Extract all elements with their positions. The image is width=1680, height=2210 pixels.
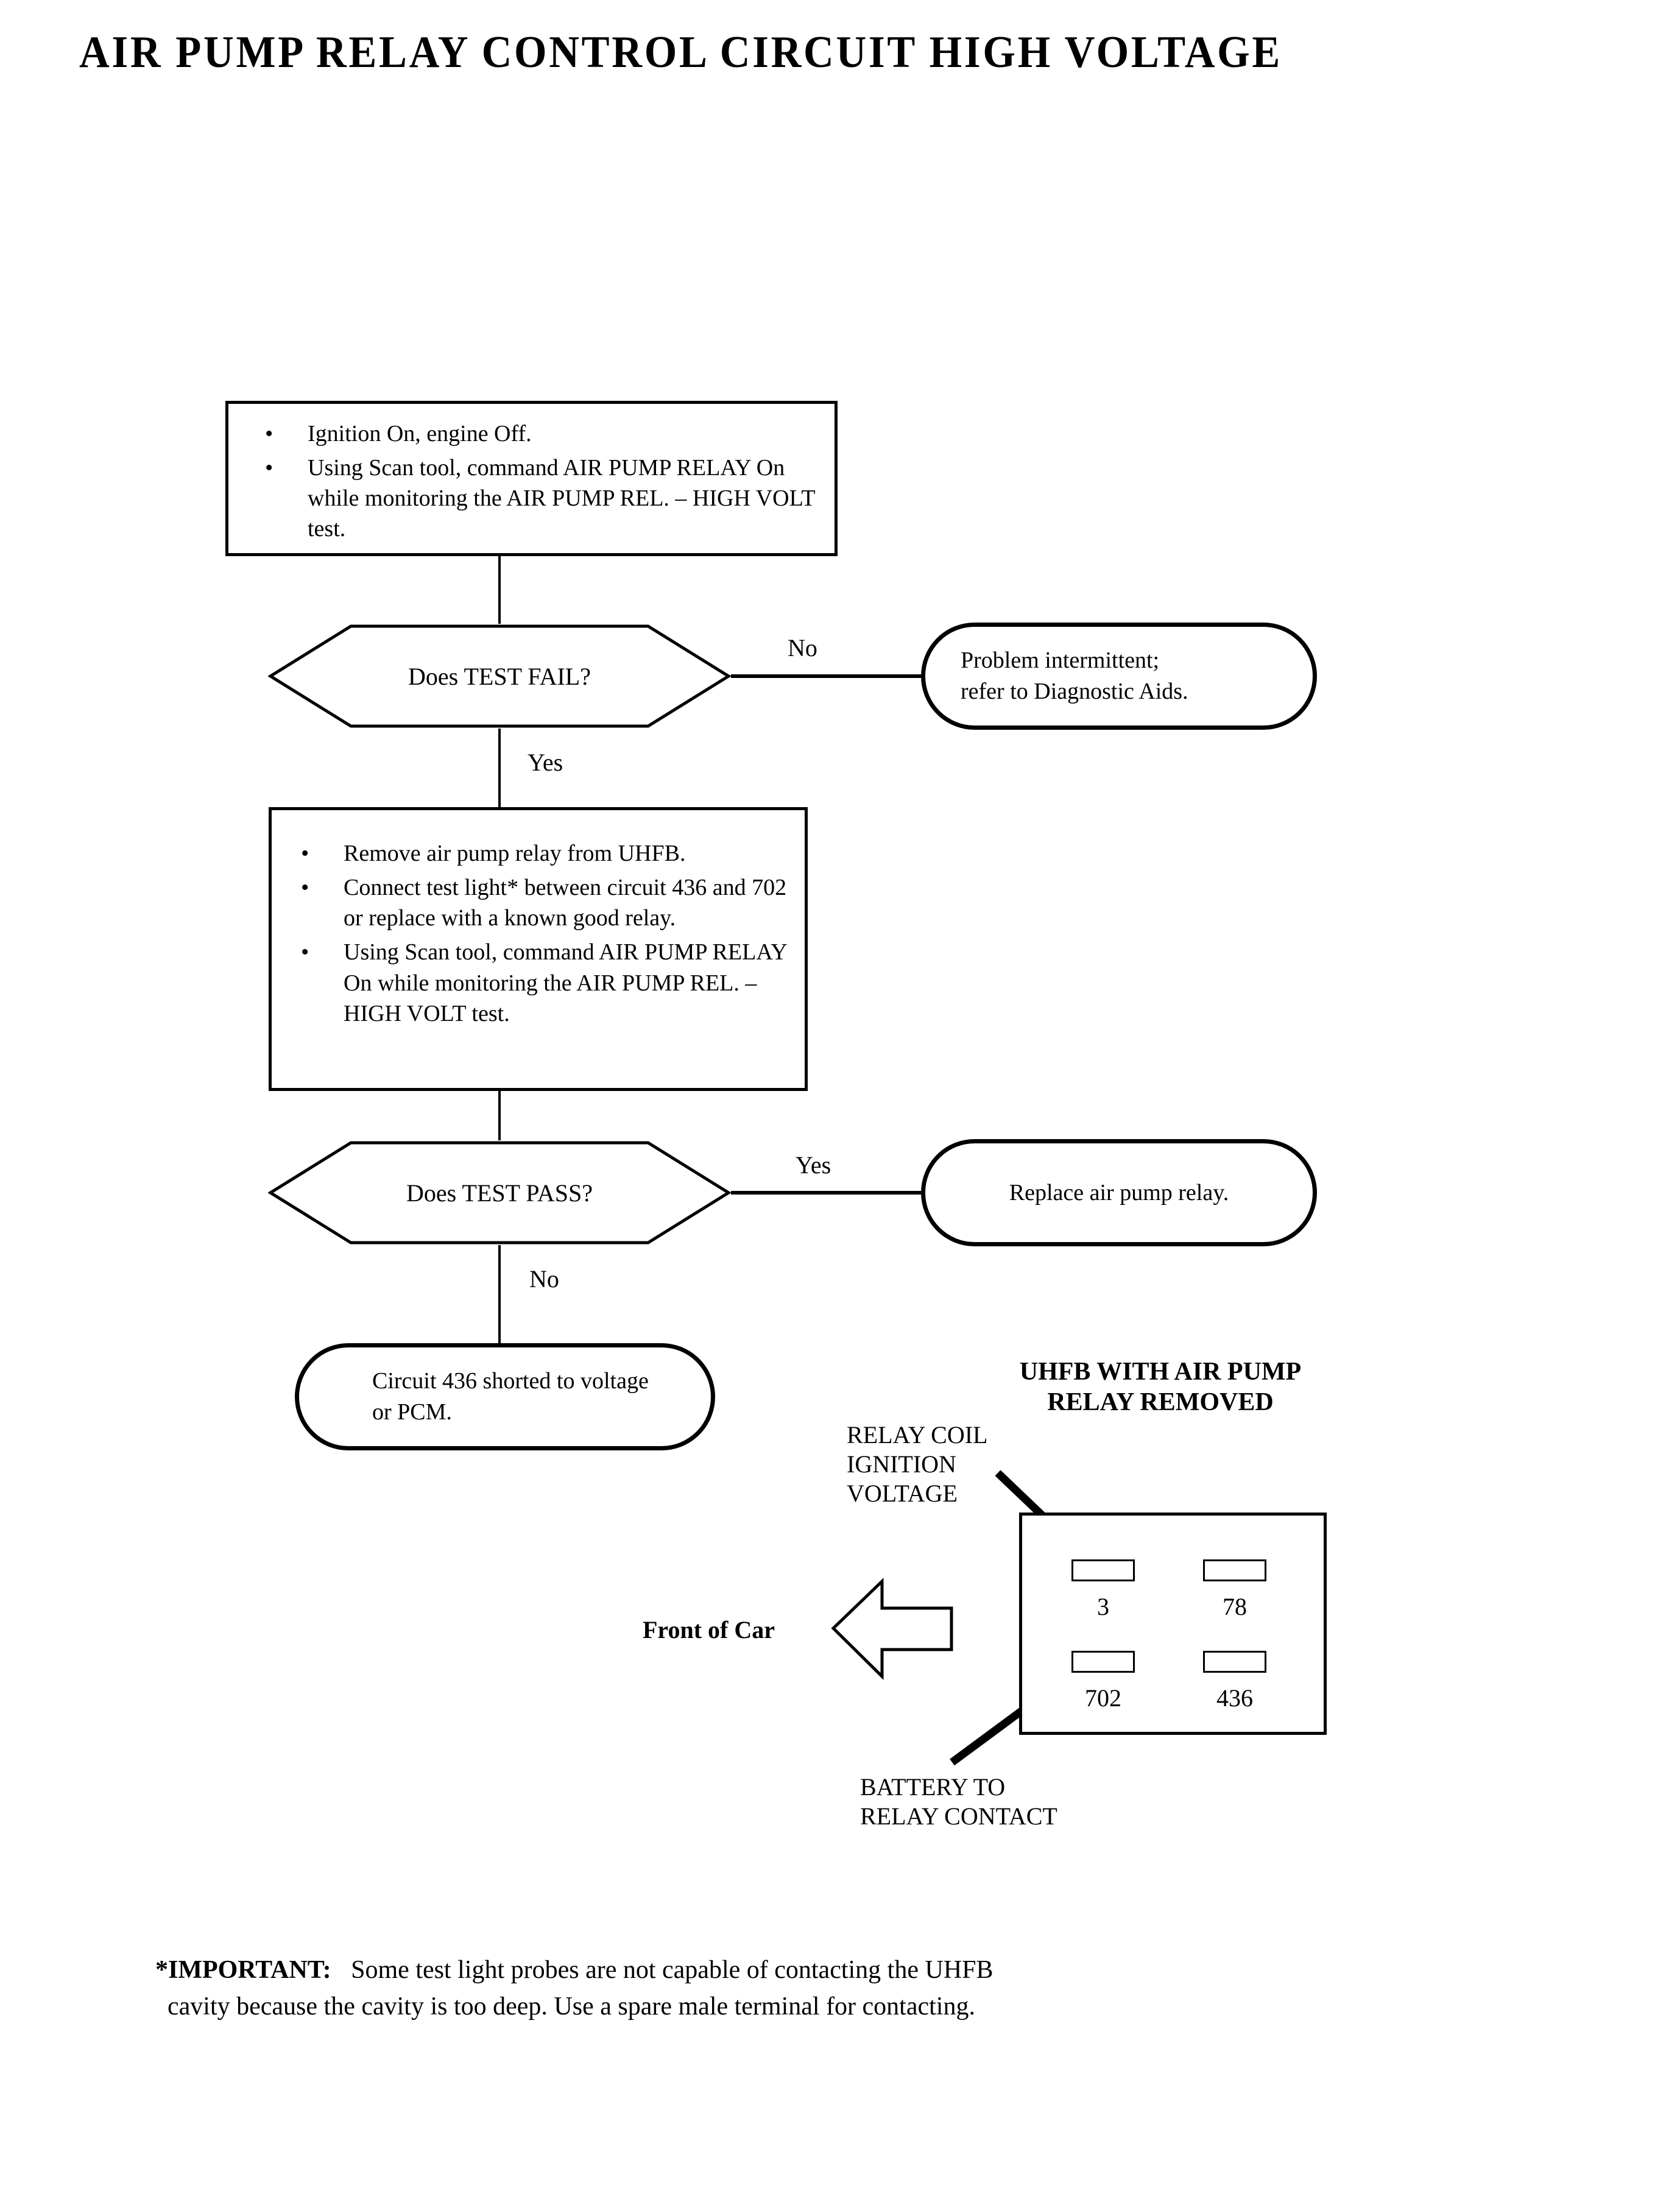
bullet-icon: •: [301, 875, 309, 901]
pin-cavity-78: [1203, 1559, 1266, 1581]
edge-label-no-1: No: [788, 634, 817, 662]
callout-relay-coil-ignition-voltage: RELAY COIL IGNITION VOLTAGE: [847, 1421, 988, 1507]
decision-label: Does TEST FAIL?: [408, 662, 591, 690]
list-item: • Connect test light* between circuit 43…: [301, 872, 791, 933]
hexagon-shape: [268, 624, 731, 728]
pin-number-702: 702: [1085, 1684, 1121, 1712]
terminator-circuit-shorted: Circuit 436 shorted to voltage or PCM.: [295, 1343, 715, 1450]
process-box-step1: • Ignition On, engine Off. • Using Scan …: [225, 401, 838, 556]
list-item: • Using Scan tool, command AIR PUMP RELA…: [265, 453, 817, 544]
uhfb-connector-body: 3 78 702 436: [1019, 1513, 1327, 1735]
important-footnote: *IMPORTANT: Some test light probes are n…: [155, 1952, 1374, 2025]
terminator-replace-relay: Replace air pump relay.: [921, 1139, 1317, 1246]
page-title: AIR PUMP RELAY CONTROL CIRCUIT HIGH VOLT…: [79, 27, 1283, 77]
decision-test-pass: Does TEST PASS?: [268, 1140, 731, 1245]
front-of-car-label: Front of Car: [643, 1616, 775, 1643]
terminator-text: Replace air pump relay.: [1009, 1179, 1229, 1206]
footnote-line2: cavity because the cavity is too deep. U…: [168, 1992, 975, 2021]
front-of-car-arrow: [831, 1578, 953, 1680]
connector-heading: UHFB WITH AIR PUMP RELAY REMOVED: [1019, 1358, 1302, 1416]
pin-cavity-436: [1203, 1651, 1266, 1673]
terminator-problem-intermittent: Problem intermittent; refer to Diagnosti…: [921, 623, 1317, 730]
bullet-icon: •: [265, 455, 274, 481]
decision-label: Does TEST PASS?: [406, 1179, 593, 1207]
decision-test-fail: Does TEST FAIL?: [268, 624, 731, 729]
pin-number-436: 436: [1216, 1684, 1253, 1712]
bullet-icon: •: [301, 841, 309, 866]
pin-number-78: 78: [1223, 1593, 1247, 1620]
process-box-step2: • Remove air pump relay from UHFB. • Con…: [269, 807, 808, 1091]
pin-number-3: 3: [1097, 1593, 1109, 1620]
edge-label-no-2: No: [529, 1265, 559, 1293]
hexagon-shape: [268, 1141, 731, 1244]
terminator-text: Circuit 436 shorted to voltage or PCM.: [372, 1368, 649, 1425]
bullet-icon: •: [265, 421, 274, 447]
list-item: • Remove air pump relay from UHFB.: [301, 838, 791, 869]
bullet-icon: •: [301, 939, 309, 966]
terminator-text: Problem intermittent; refer to Diagnosti…: [961, 648, 1188, 704]
edge-label-yes-2: Yes: [796, 1151, 831, 1179]
footnote-line1: Some test light probes are not capable o…: [351, 1956, 994, 1984]
list-item: • Ignition On, engine Off.: [265, 418, 817, 449]
edge-label-yes-1: Yes: [528, 749, 563, 776]
footnote-lead: *IMPORTANT:: [155, 1956, 331, 1984]
pin-cavity-3: [1071, 1559, 1135, 1581]
pin-cavity-702: [1071, 1651, 1135, 1673]
list-item: • Using Scan tool, command AIR PUMP RELA…: [301, 937, 791, 1028]
callout-battery-to-relay-contact: BATTERY TO RELAY CONTACT: [860, 1773, 1057, 1830]
